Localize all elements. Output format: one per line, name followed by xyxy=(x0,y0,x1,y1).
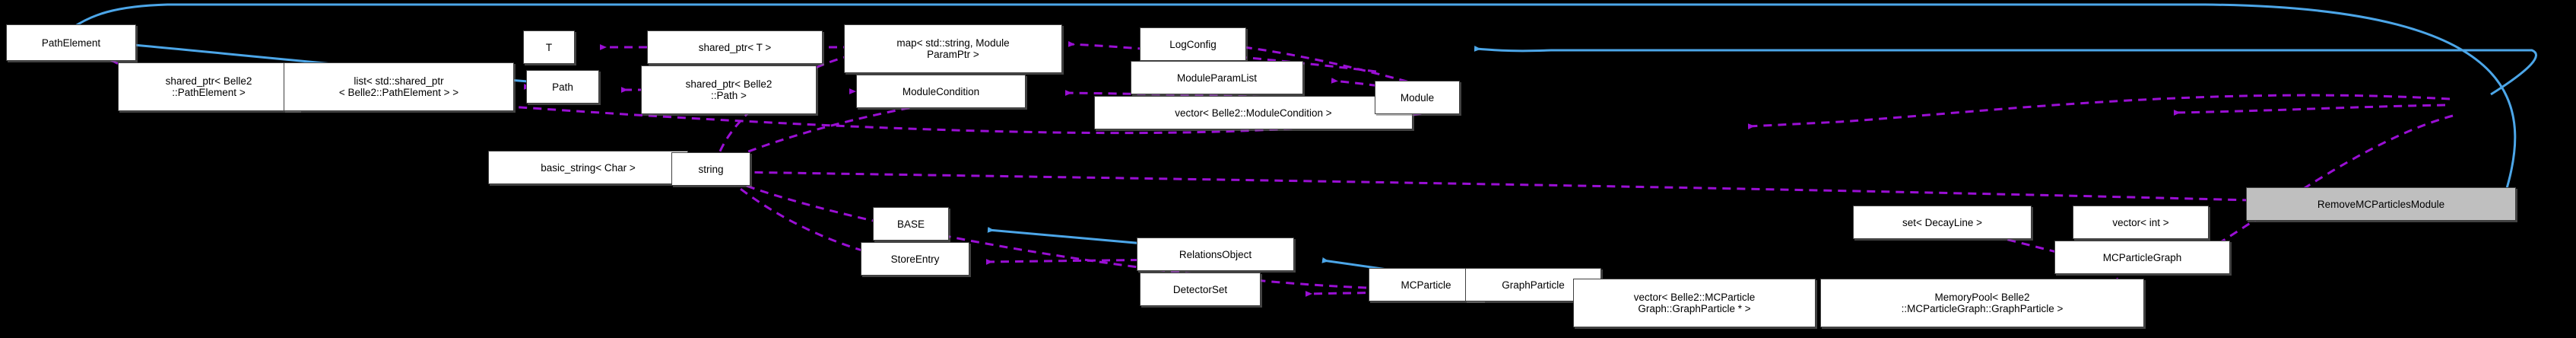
node-pathelement[interactable]: PathElement xyxy=(6,24,136,61)
node-logconfig[interactable]: LogConfig xyxy=(1140,27,1246,61)
node-storeentry[interactable]: StoreEntry xyxy=(861,242,969,276)
node-label-mcparticlegraph: MCParticleGraph xyxy=(2102,251,2182,263)
node-label-logconfig: LogConfig xyxy=(1169,38,1217,50)
node-base[interactable]: BASE xyxy=(873,207,949,241)
edge-string-mcparticle xyxy=(728,177,1468,291)
node-t[interactable]: T xyxy=(523,30,575,64)
node-label-module: Module xyxy=(1400,91,1435,104)
node-label-modulecondition: ModuleCondition xyxy=(902,85,980,97)
node-vec_modulecond[interactable]: vector< Belle2::ModuleCondition > xyxy=(1094,96,1413,129)
node-label-removemcparticles: RemoveMCParticlesModule xyxy=(2317,198,2445,210)
node-label-string: string xyxy=(698,163,724,175)
node-label-shared_ptr_t: shared_ptr< T > xyxy=(698,41,772,53)
node-label-vec_modulecond: vector< Belle2::ModuleCondition > xyxy=(1175,107,1332,119)
node-label-pathelement: PathElement xyxy=(41,37,101,49)
node-label-relationsobject: RelationsObject xyxy=(1179,248,1252,260)
edge-removemcparticlesmodule-module xyxy=(1474,46,2537,96)
node-label-moduleparamlist: ModuleParamList xyxy=(1176,72,1258,84)
edge-removemcparticlesmodule-vectorint xyxy=(2173,104,2446,116)
node-label-mcparticle: MCParticle xyxy=(1401,279,1451,291)
node-removemcparticles[interactable]: RemoveMCParticlesModule xyxy=(2246,187,2516,221)
node-label-path: Path xyxy=(552,81,573,93)
node-vector_int[interactable]: vector< int > xyxy=(2073,206,2209,239)
node-label-detectorset: DetectorSet xyxy=(1172,283,1228,295)
node-vec_graphparticle[interactable]: vector< Belle2::MCParticle Graph::GraphP… xyxy=(1573,279,1816,327)
node-mcparticlegraph[interactable]: MCParticleGraph xyxy=(2054,241,2230,274)
node-string[interactable]: string xyxy=(671,152,750,186)
node-memorypool_gp[interactable]: MemoryPool< Belle2 ::MCParticleGraph::Gr… xyxy=(1820,279,2144,327)
node-list_shared_ptr_pe[interactable]: list< std::shared_ptr < Belle2::PathElem… xyxy=(284,62,514,111)
node-label-storeentry: StoreEntry xyxy=(890,253,940,265)
edge-string-removemcparticlesmodule xyxy=(733,169,2482,209)
node-label-map_string_mpp: map< std::string, Module ParamPtr > xyxy=(896,37,1010,60)
node-label-vec_graphparticle: vector< Belle2::MCParticle Graph::GraphP… xyxy=(1633,292,1756,314)
node-label-base: BASE xyxy=(896,218,925,230)
node-label-shared_ptr_pe: shared_ptr< Belle2 ::PathElement > xyxy=(165,75,252,98)
node-label-set_decayline: set< DecayLine > xyxy=(1902,216,1983,228)
node-modulecondition[interactable]: ModuleCondition xyxy=(856,75,1026,108)
node-label-graphparticle: GraphParticle xyxy=(1502,279,1565,291)
node-shared_ptr_path[interactable]: shared_ptr< Belle2 ::Path > xyxy=(641,65,817,114)
node-set_decayline[interactable]: set< DecayLine > xyxy=(1853,206,2032,239)
edge-removemcparticlesmodule-setdecayline xyxy=(1747,94,2451,129)
node-label-memorypool_gp: MemoryPool< Belle2 ::MCParticleGraph::Gr… xyxy=(1901,292,2064,314)
node-shared_ptr_pe[interactable]: shared_ptr< Belle2 ::PathElement > xyxy=(118,62,300,111)
node-label-vector_int: vector< int > xyxy=(2112,216,2169,228)
node-relationsobject[interactable]: RelationsObject xyxy=(1137,238,1294,271)
node-detectorset[interactable]: DetectorSet xyxy=(1140,273,1261,306)
node-basic_string_char[interactable]: basic_string< Char > xyxy=(488,151,688,184)
node-module[interactable]: Module xyxy=(1375,81,1460,114)
node-shared_ptr_t[interactable]: shared_ptr< T > xyxy=(647,30,823,64)
node-label-t: T xyxy=(545,41,553,53)
node-moduleparamlist[interactable]: ModuleParamList xyxy=(1131,61,1303,94)
node-label-shared_ptr_path: shared_ptr< Belle2 ::Path > xyxy=(685,78,772,101)
node-label-basic_string_char: basic_string< Char > xyxy=(541,161,636,174)
node-label-list_shared_ptr_pe: list< std::shared_ptr < Belle2::PathElem… xyxy=(338,75,459,98)
node-path[interactable]: Path xyxy=(526,70,599,104)
node-map_string_mpp[interactable]: map< std::string, Module ParamPtr > xyxy=(844,24,1062,73)
